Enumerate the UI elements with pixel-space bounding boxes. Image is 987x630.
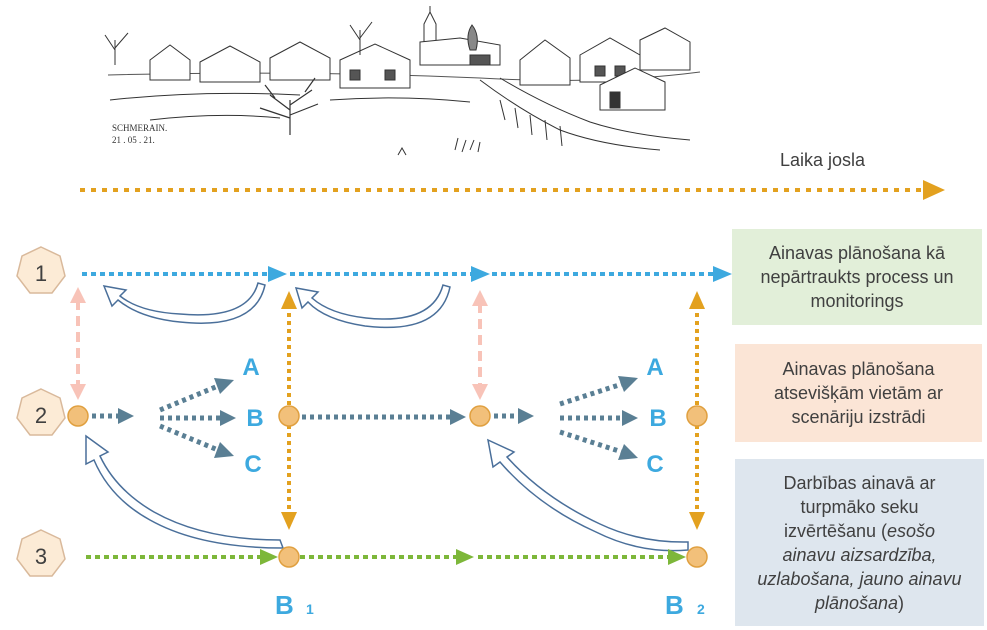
node-level3-b2: [686, 546, 708, 568]
level-number-1: 1: [35, 261, 47, 286]
milestone-b2-sub: 2: [697, 601, 705, 617]
milestone-b1-letter: B: [275, 590, 294, 620]
node-level3-b1: [278, 546, 300, 568]
level1-line: [82, 266, 732, 282]
sketch-date: 21 . 05 . 21.: [112, 135, 155, 145]
level3-description-plain: Darbības ainavā ar turpmāko seku izvērtē…: [783, 472, 936, 541]
level2-left-fan: [92, 378, 236, 458]
feedback-arc-3: [85, 434, 285, 549]
pink-link-middle: [472, 290, 488, 400]
timeline-arrow: [80, 180, 945, 200]
scenario-right-c: C: [646, 451, 663, 478]
feedback-arc-2: [294, 284, 451, 329]
level3-line: [86, 549, 686, 565]
level2-description-box: Ainavas plānošana atsevišķām vietām ar s…: [735, 344, 982, 442]
level1-description-box: Ainavas plānošana kā nepārtraukts proces…: [732, 229, 982, 325]
level-number-2: 2: [35, 403, 47, 428]
sketch-signature: SCHMERAIN.: [112, 123, 167, 133]
nodes: [67, 405, 708, 568]
feedback-arc-4: [486, 438, 689, 552]
level2-description: Ainavas plānošana atsevišķām vietām ar s…: [773, 359, 944, 427]
level-badge-2: 2: [16, 388, 66, 436]
timeline-label: Laika josla: [780, 150, 866, 170]
scenario-left-b: B: [246, 405, 263, 432]
feedback-arc-1: [102, 282, 266, 324]
village-sketch: [104, 6, 701, 156]
level3-description-end: ): [898, 592, 905, 613]
node-level2-start: [67, 405, 89, 427]
scenario-right-a: A: [646, 354, 663, 381]
scenario-right-b: B: [649, 405, 666, 432]
level1-description: Ainavas plānošana kā nepārtraukts proces…: [760, 243, 954, 311]
level3-description: Darbības ainavā ar turpmāko seku izvērtē…: [735, 471, 984, 615]
node-level2-b2: [686, 405, 708, 427]
level3-description-box: Darbības ainavā ar turpmāko seku izvērtē…: [735, 459, 984, 626]
milestone-b1-sub: 1: [306, 601, 314, 617]
level3-description-italic: esošo ainavu aizsardzība, uzlabošana, ja…: [757, 520, 962, 613]
scenario-left-a: A: [242, 354, 259, 381]
level-number-3: 3: [35, 544, 47, 569]
level-badge-3: 3: [16, 529, 66, 577]
scenario-left-c: C: [244, 451, 261, 478]
node-level2-mid: [469, 405, 491, 427]
pink-link-left: [70, 287, 86, 400]
node-level2-b1: [278, 405, 300, 427]
level-badge-1: 1: [16, 246, 66, 294]
level2-middle-line: [302, 409, 466, 425]
milestone-b2-letter: B: [665, 590, 684, 620]
level2-right-fan: [494, 376, 638, 460]
